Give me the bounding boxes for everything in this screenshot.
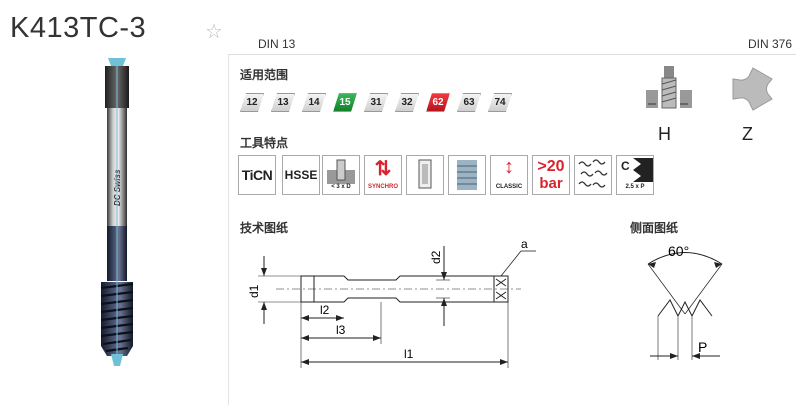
features-heading: 工具特点 [240, 136, 289, 150]
classic-arrows-icon: ↕ [504, 156, 514, 178]
applicability-heading: 适用范围 [240, 68, 289, 82]
l2-label: l2 [320, 303, 330, 317]
material-62[interactable]: 62 [426, 93, 450, 112]
classic-icon[interactable]: ↕ CLASSIC [490, 155, 528, 195]
material-74[interactable]: 74 [488, 93, 512, 112]
product-image: DC Swiss [100, 58, 134, 366]
material-12[interactable]: 12 [240, 93, 264, 112]
chips-diagram-icon [578, 159, 608, 188]
technical-drawing-heading: 技术图纸 [240, 221, 289, 235]
hole-type-label: H [658, 124, 671, 144]
pitch-label: P [698, 339, 707, 355]
synchro-arrows-icon: ⇅ [374, 158, 392, 180]
thread-diagram-icon [457, 160, 477, 190]
flute-label: Z [742, 124, 753, 144]
angle-label: 60° [668, 243, 689, 259]
column-divider [228, 55, 229, 405]
flute-profile-icon [732, 67, 773, 111]
shank-icon[interactable] [406, 155, 444, 195]
depth-diagram-icon [327, 159, 355, 184]
chamfer-c-icon[interactable]: C 2.5 x P [616, 155, 654, 195]
header-divider [228, 54, 796, 55]
shank-diagram-icon [418, 159, 432, 189]
d1-label: d1 [247, 284, 261, 298]
material-13[interactable]: 13 [271, 93, 295, 112]
coolant-20bar-icon[interactable]: >20 bar [532, 155, 570, 195]
synchro-icon[interactable]: ⇅ SYNCHRO [364, 155, 402, 195]
l3-label: l3 [336, 323, 346, 337]
l1-label: l1 [404, 347, 414, 361]
material-32[interactable]: 32 [395, 93, 419, 112]
chips-icon[interactable] [574, 155, 612, 195]
product-title: K413TC-3 [10, 12, 147, 44]
depth-3xd-icon[interactable]: < 3 x D [322, 155, 360, 195]
a-label: a [521, 237, 528, 251]
blind-hole-icon [646, 66, 692, 109]
thread-form-icon[interactable] [448, 155, 486, 195]
d2-label: d2 [429, 250, 443, 264]
chamfer-diagram-icon [633, 158, 653, 182]
din-standard-left: DIN 13 [258, 37, 296, 51]
din-standard-right: DIN 376 [747, 37, 792, 51]
ticn-coating-icon[interactable]: TiCN [238, 155, 276, 195]
material-14[interactable]: 14 [302, 93, 326, 112]
side-drawing-heading: 侧面图纸 [630, 221, 679, 235]
technical-drawing: d1 d2 a l2 l3 l1 [247, 237, 536, 368]
material-15[interactable]: 15 [333, 93, 357, 112]
favorite-star-icon[interactable]: ☆ [205, 21, 223, 43]
side-drawing: 60° P [647, 243, 723, 360]
hsse-material-icon[interactable]: HSSE [282, 155, 320, 195]
material-63[interactable]: 63 [457, 93, 481, 112]
material-31[interactable]: 31 [364, 93, 388, 112]
